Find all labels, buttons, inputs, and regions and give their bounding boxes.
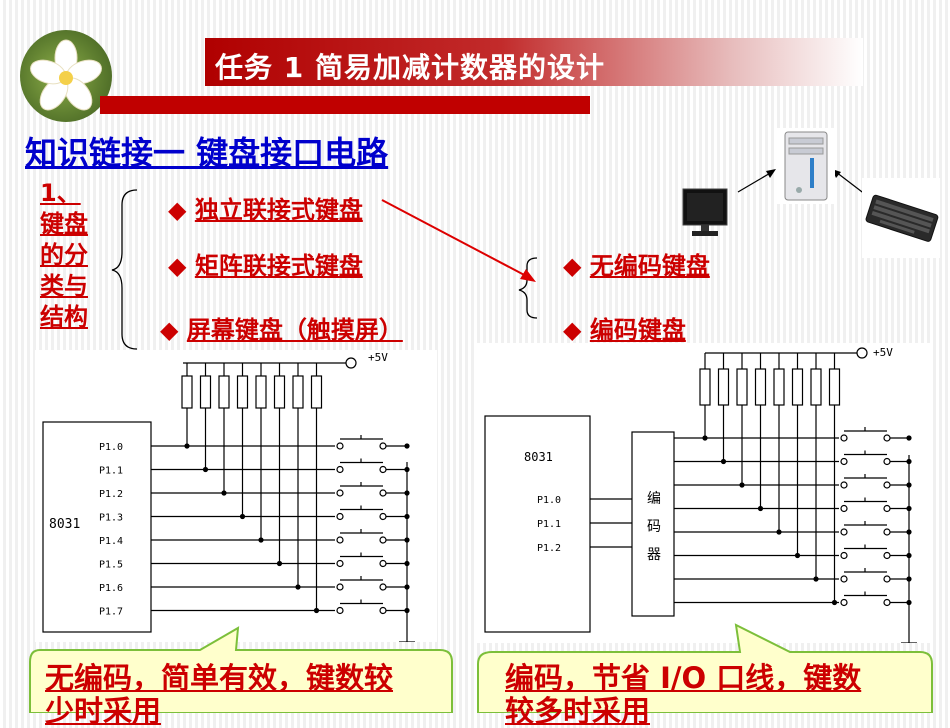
computer-tower-icon [777, 128, 835, 204]
title-underline-bar [100, 96, 590, 114]
encoder-label: 器 [647, 547, 661, 563]
chip-8031-right [484, 415, 591, 633]
pin-label: P1.0 [99, 442, 123, 453]
item-screen-keyboard: ◆ 屏幕键盘（触摸屏） [160, 310, 403, 345]
callout-line: 无编码，简单有效，键数较 [45, 661, 394, 695]
item-independent-keyboard: ◆ 独立联接式键盘 [168, 190, 363, 225]
item-matrix-keyboard: ◆ 矩阵联接式键盘 [168, 246, 363, 281]
bullet-diamond-icon: ◆ [160, 316, 179, 344]
pin-label: P1.1 [99, 466, 123, 477]
item-label: 矩阵联接式键盘 [194, 252, 363, 280]
callout-line: 编码，节省 I/O 口线，键数 [505, 661, 862, 695]
bracket-overlay [111, 169, 871, 350]
chip-label: 8031 [49, 517, 80, 532]
pin-label: P1.1 [537, 519, 561, 530]
encoder-label: 编 [647, 491, 661, 507]
arrow-line [381, 199, 531, 279]
pin-label: P1.7 [99, 607, 123, 618]
left-bracket [111, 189, 138, 350]
pin-label: P1.2 [99, 489, 123, 500]
pin-label: P1.5 [99, 560, 123, 571]
pin-label: P1.0 [537, 495, 561, 506]
pin-label: P1.3 [99, 513, 123, 524]
callout-right-text: 编码，节省 I/O 口线，键数 较多时采用 [505, 662, 861, 728]
item-label: 独立联接式键盘 [194, 196, 363, 224]
arrow-head-icon [520, 269, 536, 282]
callout-line: 较多时采用 [505, 694, 651, 728]
callout-left-text: 无编码，简单有效，键数较 少时采用 [45, 662, 393, 728]
encoder-box [631, 431, 675, 617]
item-label: 编码键盘 [589, 316, 686, 344]
keyboard-icon [862, 178, 940, 258]
item-encoded-keyboard: ◆ 编码键盘 [563, 310, 686, 345]
item-label: 屏幕键盘（触摸屏） [186, 316, 403, 344]
bullet-diamond-icon: ◆ [563, 252, 582, 280]
pin-label: P1.2 [537, 543, 561, 554]
chip-label: 8031 [524, 450, 553, 464]
pin-label: P1.4 [99, 536, 123, 547]
callout-left-box [29, 626, 453, 713]
bullet-diamond-icon: ◆ [168, 252, 187, 280]
chip-8031-left [42, 421, 152, 633]
monitor-icon [680, 186, 730, 240]
callout-line: 少时采用 [45, 694, 162, 728]
item-unencoded-keyboard: ◆ 无编码键盘 [563, 246, 710, 281]
category-label: 1、键盘的分类与结构 [40, 179, 88, 331]
callout-right-box [477, 623, 933, 713]
right-bracket [518, 257, 538, 319]
encoder-label: 码 [647, 519, 661, 535]
circuit-diagram-encoded: 8031 +5V P1.0 P1.1 P1.2 编 码 器 [477, 343, 932, 644]
vcc-label: +5V [368, 351, 388, 364]
callout-shapes [29, 623, 933, 713]
title-bar [205, 38, 863, 86]
section-title: 知识链接一 键盘接口电路 [25, 134, 389, 172]
pin-label: P1.6 [99, 583, 123, 594]
item-label: 无编码键盘 [589, 252, 710, 280]
bullet-diamond-icon: ◆ [563, 316, 582, 344]
page-title: 任务 1 简易加减计数器的设计 [215, 51, 605, 84]
bullet-diamond-icon: ◆ [168, 196, 187, 224]
flower-logo-icon [20, 30, 112, 122]
vcc-label: +5V [873, 346, 893, 359]
